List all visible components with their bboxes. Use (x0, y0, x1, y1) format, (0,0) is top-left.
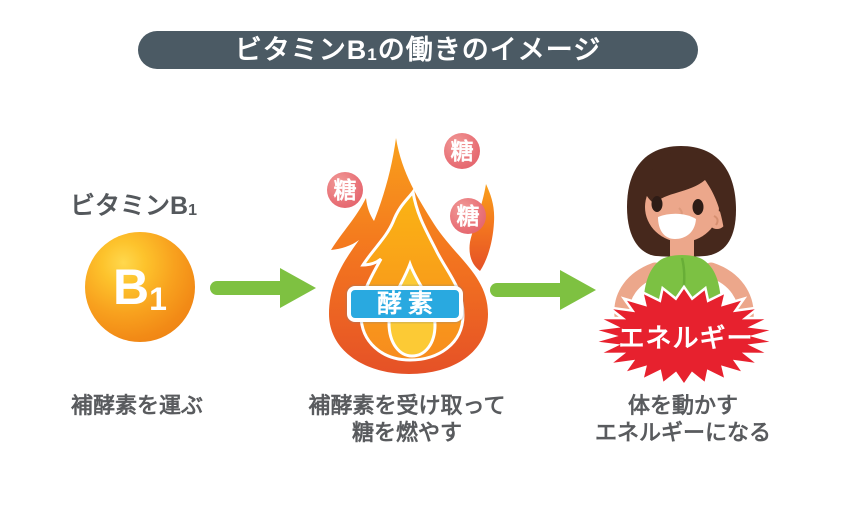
title-subscript: 1 (367, 44, 378, 64)
title-text-pre: ビタミンB (234, 34, 368, 65)
energy-starburst (597, 284, 771, 388)
vitamin-label-subscript: 1 (188, 202, 197, 219)
energy-caption-line2: エネルギーになる (594, 420, 771, 445)
energy-caption-line1: 体を動かす (627, 393, 738, 418)
woman-smile (658, 213, 696, 239)
arrow-right-1-icon (210, 268, 316, 308)
energy-label: エネルギー (618, 322, 754, 353)
arrow-shaft (210, 281, 288, 295)
flame-illustration (329, 138, 495, 374)
arrow-head (280, 268, 316, 308)
woman-ear-line (713, 215, 719, 226)
flame-caption-line1: 補酵素を受け取って (308, 393, 506, 418)
ball-subscript: 1 (149, 281, 167, 317)
ball-letter: B (113, 259, 150, 315)
flame-caption-line2: 糖を燃やす (351, 420, 462, 445)
vitamin-b1-ball: B 1 (85, 232, 195, 342)
enzyme-badge: 酵素 (347, 286, 463, 322)
woman-eye-right (692, 199, 704, 215)
sugar-badge: 糖 (444, 133, 480, 169)
woman-eye-left (651, 196, 663, 212)
woman-hair-bangs (646, 151, 729, 230)
vitamin-label-text: ビタミンB (70, 192, 189, 220)
sugar-badge: 糖 (450, 198, 486, 234)
energy-caption: 体を動かす エネルギーになる (575, 392, 791, 446)
arrow-right-2-icon (490, 270, 596, 310)
starburst-shape (597, 284, 771, 388)
flame-caption: 補酵素を受け取って 糖を燃やす (287, 392, 527, 446)
sugar-badge: 糖 (327, 172, 363, 208)
title-text-post: の働きのイメージ (377, 34, 602, 65)
arrow-shaft (490, 283, 568, 297)
vitamin-caption: 補酵素を運ぶ (70, 393, 203, 418)
vitamin-b1-label: ビタミンB 1 (70, 194, 197, 219)
page-title: ビタミンB 1 の働きのイメージ (234, 34, 602, 65)
arrow-head (560, 270, 596, 310)
title-banner: ビタミンB 1 の働きのイメージ (138, 31, 698, 69)
